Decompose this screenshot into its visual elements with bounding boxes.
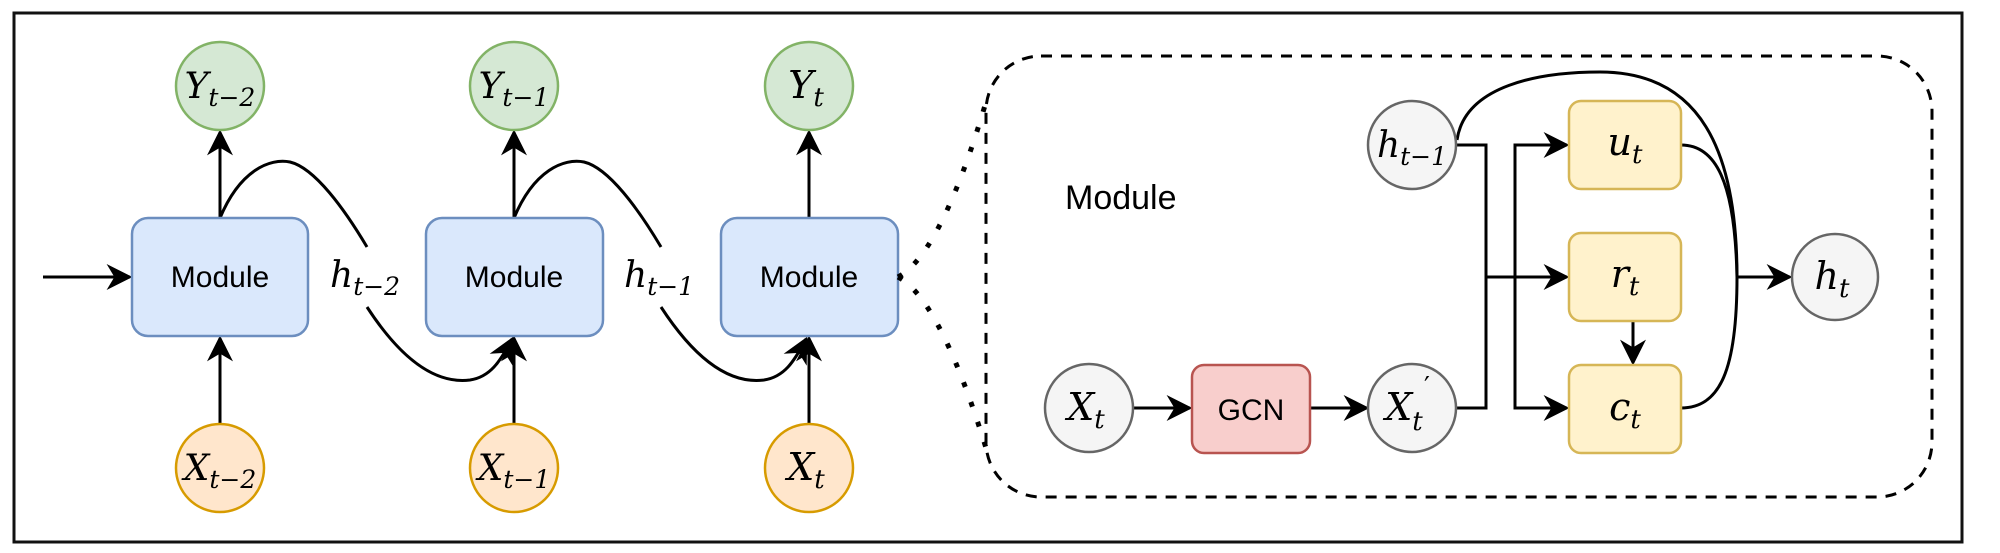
output-hidden-node: ht	[1790, 232, 1880, 322]
module-detail-title: Module	[1065, 179, 1177, 217]
module-label-2: Module	[465, 261, 563, 294]
module-label-3: Module	[760, 261, 858, 294]
module-box-3: Module	[719, 216, 900, 338]
gcn-label: GCN	[1218, 394, 1285, 427]
gate-update-label: ut	[1608, 120, 1643, 170]
output-node-1: Yt−2	[174, 40, 266, 132]
hidden-curve-2b	[659, 306, 808, 382]
input-label-2: Xt−1	[475, 448, 551, 494]
input-label-3: Xt	[784, 445, 825, 495]
hidden-curve-1a	[218, 159, 369, 248]
module-detail-frame	[984, 54, 1934, 499]
hidden-curve-2a	[512, 159, 663, 248]
gcn-output-node: Xt ′	[1366, 362, 1458, 454]
hidden-label-2: ht−1	[624, 255, 694, 301]
detail-input-label: Xt	[1064, 385, 1105, 435]
input-node-1: Xt−2	[174, 422, 266, 514]
prev-hidden-node: ht−1	[1366, 99, 1458, 191]
prime-mark: ′	[1424, 372, 1430, 402]
module-label-1: Module	[171, 261, 269, 294]
input-node-3: Xt	[763, 422, 855, 514]
output-label-1: Yt−2	[185, 66, 256, 112]
output-label-3: Yt	[788, 63, 824, 113]
figure-frame	[12, 11, 1964, 544]
gate-candidate: ct	[1567, 363, 1683, 455]
output-node-3: Yt	[763, 40, 855, 132]
gate-update: ut	[1567, 99, 1683, 191]
hidden-label-1: ht−2	[330, 255, 400, 301]
hidden-curve-1b	[365, 306, 514, 382]
zoom-connector	[896, 101, 989, 449]
gcn-output-label: Xt	[1382, 385, 1423, 437]
gate-reset-label: rt	[1611, 252, 1640, 302]
gate-candidate-label: ct	[1609, 385, 1641, 435]
module-box-1: Module	[130, 216, 310, 338]
output-hidden-label: ht	[1815, 254, 1850, 304]
prev-hidden-label: ht−1	[1377, 125, 1447, 171]
input-node-2: Xt−1	[468, 422, 560, 514]
output-label-2: Yt−1	[479, 66, 550, 112]
detail-input-node: Xt	[1043, 362, 1135, 454]
input-label-1: Xt−2	[181, 448, 257, 494]
step-connectors	[207, 129, 822, 424]
module-box-2: Module	[424, 216, 605, 338]
detail-wires	[1133, 70, 1793, 421]
output-node-2: Yt−1	[468, 40, 560, 132]
gate-reset: rt	[1567, 231, 1683, 323]
gcn-box: GCN	[1190, 363, 1312, 455]
